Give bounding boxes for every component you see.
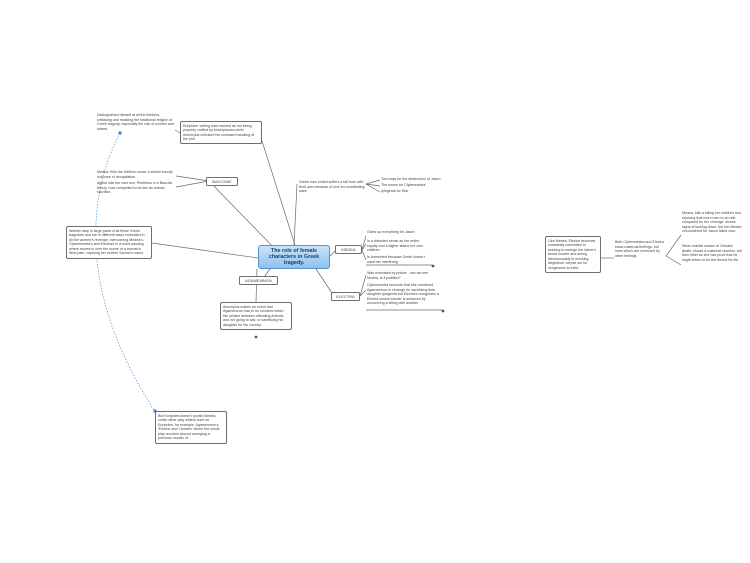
note-euripides-writing[interactable]: Euripides' writing was mocked as not bei… [180, 121, 262, 145]
link-electra [315, 268, 335, 297]
note-both[interactable]: Both Clytemnestra and Electra show mater… [615, 240, 664, 258]
link-bacchae [208, 180, 279, 253]
label-electra[interactable]: ELECTRA [331, 292, 360, 301]
link-bacchae-2 [175, 180, 210, 188]
link-greek-men-3 [365, 183, 381, 193]
link-women-stay [151, 242, 259, 259]
link-right-2 [665, 255, 682, 266]
link-medea-1 [361, 235, 367, 251]
link-medea-3 [361, 249, 367, 261]
note-electra-2[interactable]: Clytemnestra recounts that she murdered … [367, 283, 439, 306]
label-bacchae[interactable]: BACCHAE [206, 177, 238, 186]
link-bacchae-1 [175, 175, 210, 182]
note-bacchae-1[interactable]: Medea: Kills her children under a simila… [97, 170, 173, 179]
note-medea-2[interactable]: In a distorted sense as her entire royal… [367, 239, 423, 253]
link-agamemnon [263, 268, 271, 278]
relationship-start-dot[interactable] [118, 131, 122, 135]
link-medea-2 [361, 243, 367, 251]
note-right-1[interactable]: Medea, kills a killing her children and … [682, 211, 742, 234]
central-topic[interactable]: The role of female characters in Greek t… [258, 245, 330, 269]
link-greek-men-2 [365, 183, 381, 187]
collapse-dot-medea[interactable] [431, 264, 435, 268]
collapse-dot-electra[interactable] [441, 309, 445, 313]
note-bacchae-2[interactable]: Agave kills her own son, Pentheus in a B… [97, 181, 173, 195]
note-distinguished[interactable]: Distinguished himself at all the thinker… [97, 113, 174, 131]
note-greek-men-2[interactable]: The house for Clytemnestra [381, 183, 426, 187]
link-agamemnon-note [255, 268, 258, 303]
note-greek-men-3[interactable]: Iphigenia for War [381, 189, 409, 193]
link-distinguished [174, 129, 181, 134]
link-euripides [261, 140, 296, 246]
link-greek-men [293, 183, 298, 246]
note-like-medea[interactable]: Like Medea, Electra becomes constantly c… [545, 236, 601, 274]
note-greek-men-1[interactable]: Two boys for the destruction of Jason [381, 177, 441, 181]
label-medea[interactable]: MEDEA [335, 245, 362, 254]
note-but-euripides[interactable]: But Euripides doesn't punish Medea, unli… [155, 411, 227, 444]
note-medea-3[interactable]: Is tormented because Greek doesn't want … [367, 255, 425, 264]
note-agamemnon[interactable]: Aeschylus makes an event that Agamemnon … [220, 302, 292, 330]
note-medea-1[interactable]: Gives up everything for Jason [367, 230, 415, 234]
note-greek-men[interactable]: Greek men united suffers a fall from wit… [299, 180, 365, 194]
label-agamemnon[interactable]: AGAMEMNON [239, 276, 278, 285]
central-topic-text: The role of female characters in Greek t… [268, 247, 320, 267]
note-electra-1[interactable]: Was motivated by justice - can we see Me… [367, 271, 428, 280]
note-women-stay[interactable]: Women stay in large parts of all these G… [66, 226, 152, 259]
link-right-1 [665, 234, 682, 257]
link-greek-men-1 [365, 179, 381, 185]
collapse-dot-agamemnon[interactable] [254, 335, 258, 339]
link-electra-1 [359, 274, 367, 297]
link-electra-2 [359, 289, 367, 297]
note-right-2[interactable]: When marital means of Orestes' death, sh… [682, 244, 742, 262]
